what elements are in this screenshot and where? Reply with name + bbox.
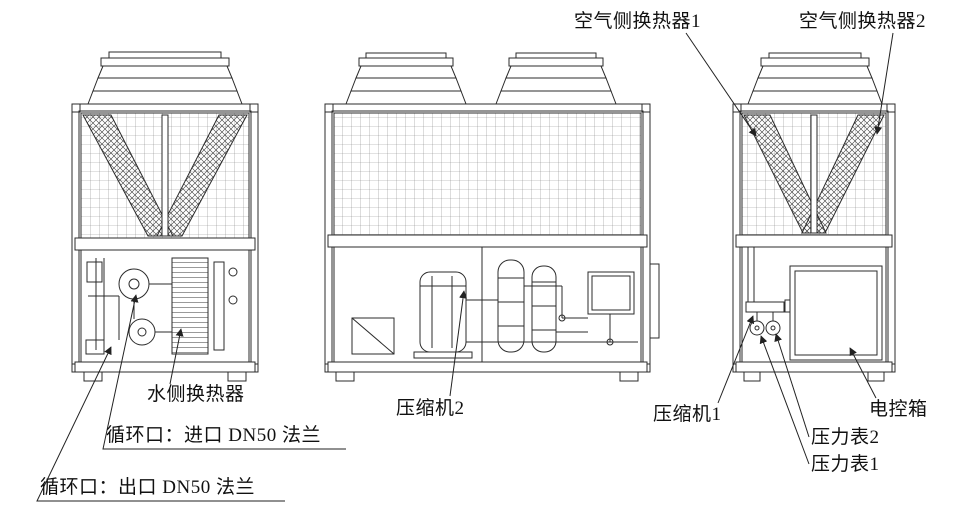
foot [335, 371, 355, 382]
foot [743, 371, 761, 382]
fan-right-unit [747, 52, 883, 105]
unit-left-view [71, 51, 259, 382]
foot [619, 371, 639, 382]
circulation-inlet-port [118, 268, 150, 300]
foot [227, 371, 247, 382]
label-pressure-gauge-2: 压力表2 [811, 427, 880, 448]
accumulator-1 [497, 259, 525, 353]
circulation-outlet-port [128, 318, 156, 346]
center-post [810, 114, 818, 234]
water-circuit-compartment [80, 249, 250, 363]
leader-compressor-1 [717, 315, 755, 404]
unit-right-view [732, 52, 896, 382]
label-water-heat-exchanger: 水侧换热器 [147, 384, 245, 405]
pressure-gauge-2 [765, 320, 781, 336]
leader-circ-outlet [36, 346, 285, 502]
leader-compressor-2 [449, 290, 468, 397]
pressure-gauge-1 [749, 320, 765, 336]
fan-front-2 [495, 52, 617, 105]
label-air-heat-exchanger-2: 空气侧换热器2 [799, 11, 927, 32]
compressor-2 [419, 271, 467, 353]
callout-leaders [36, 32, 894, 502]
mid-rail-left [74, 237, 256, 251]
accumulator-2 [531, 265, 557, 353]
unit-front-view [324, 52, 660, 382]
base-rail-left [74, 361, 256, 373]
leader-circ-inlet [102, 294, 346, 450]
mid-rail-right [735, 234, 893, 248]
side-bracket [649, 263, 660, 339]
coil-band-left-b [156, 114, 248, 237]
leader-air-hx1 [685, 32, 757, 137]
base-rail-front [327, 361, 648, 373]
fan-left-unit [87, 51, 243, 105]
fan-front-1 [345, 52, 467, 105]
air-side-heat-exchanger-1 [743, 114, 827, 234]
label-pressure-gauge-1: 压力表1 [811, 454, 880, 475]
leader-control-box [849, 347, 877, 399]
foot [867, 371, 885, 382]
leader-gauge-2 [774, 333, 810, 438]
label-circulation-outlet: 循环口：出口 DN50 法兰 [40, 477, 255, 498]
compressor-compartment [333, 246, 642, 363]
base-rail-right [735, 361, 893, 373]
water-side-heat-exchanger [171, 257, 209, 355]
leader-air-hx2 [874, 32, 894, 135]
label-compressor-1: 压缩机1 [653, 404, 722, 425]
center-post [161, 114, 169, 237]
label-circulation-inlet: 循环口：进口 DN50 法兰 [106, 425, 321, 446]
label-air-heat-exchanger-1: 空气侧换热器1 [574, 11, 702, 32]
control-compartment [741, 246, 887, 363]
grille-mesh-front [333, 112, 642, 236]
foot [83, 371, 103, 382]
leader-gauge-1 [759, 335, 810, 465]
air-side-heat-exchanger-2 [801, 114, 885, 234]
label-compressor-2: 压缩机2 [396, 398, 465, 419]
mid-rail-front [327, 234, 648, 248]
label-control-box: 电控箱 [869, 399, 928, 420]
leader-water-hx [169, 328, 184, 385]
electric-control-box [789, 265, 883, 361]
